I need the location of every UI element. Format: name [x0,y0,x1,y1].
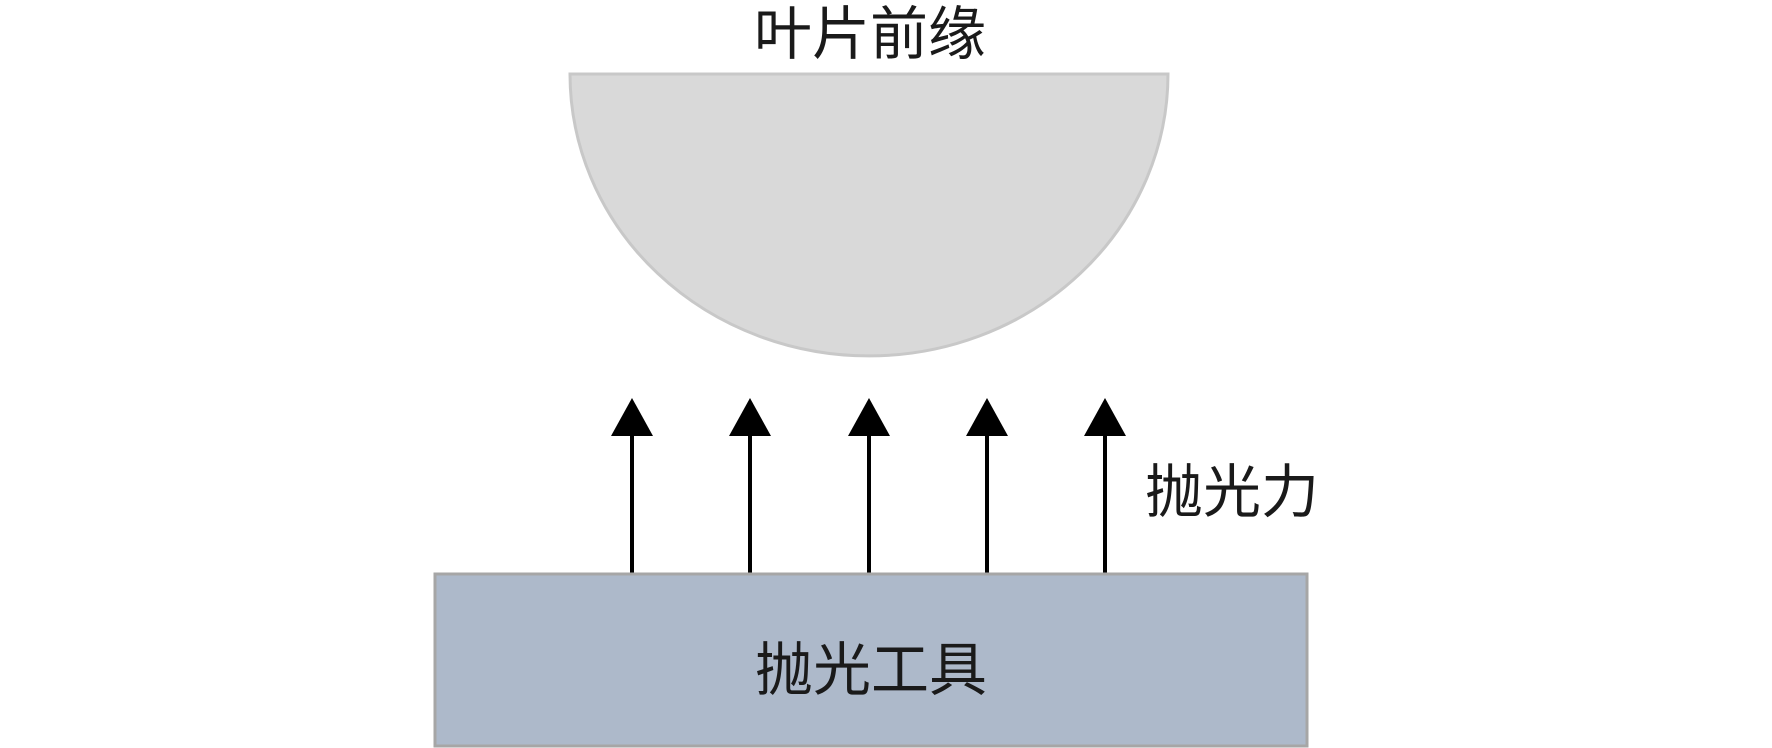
blade-leading-edge [568,72,1170,358]
polishing-force-label: 抛光力 [1145,458,1319,526]
force-arrow [848,398,890,583]
blade-edge-label: 叶片前缘 [754,0,986,68]
force-arrow [611,398,653,583]
polishing-tool-label: 抛光工具 [755,636,987,704]
polishing-tool [433,572,1309,748]
force-arrow [729,398,771,583]
force-arrow [1084,398,1126,583]
force-arrows [611,398,1126,583]
force-arrow [966,398,1008,583]
